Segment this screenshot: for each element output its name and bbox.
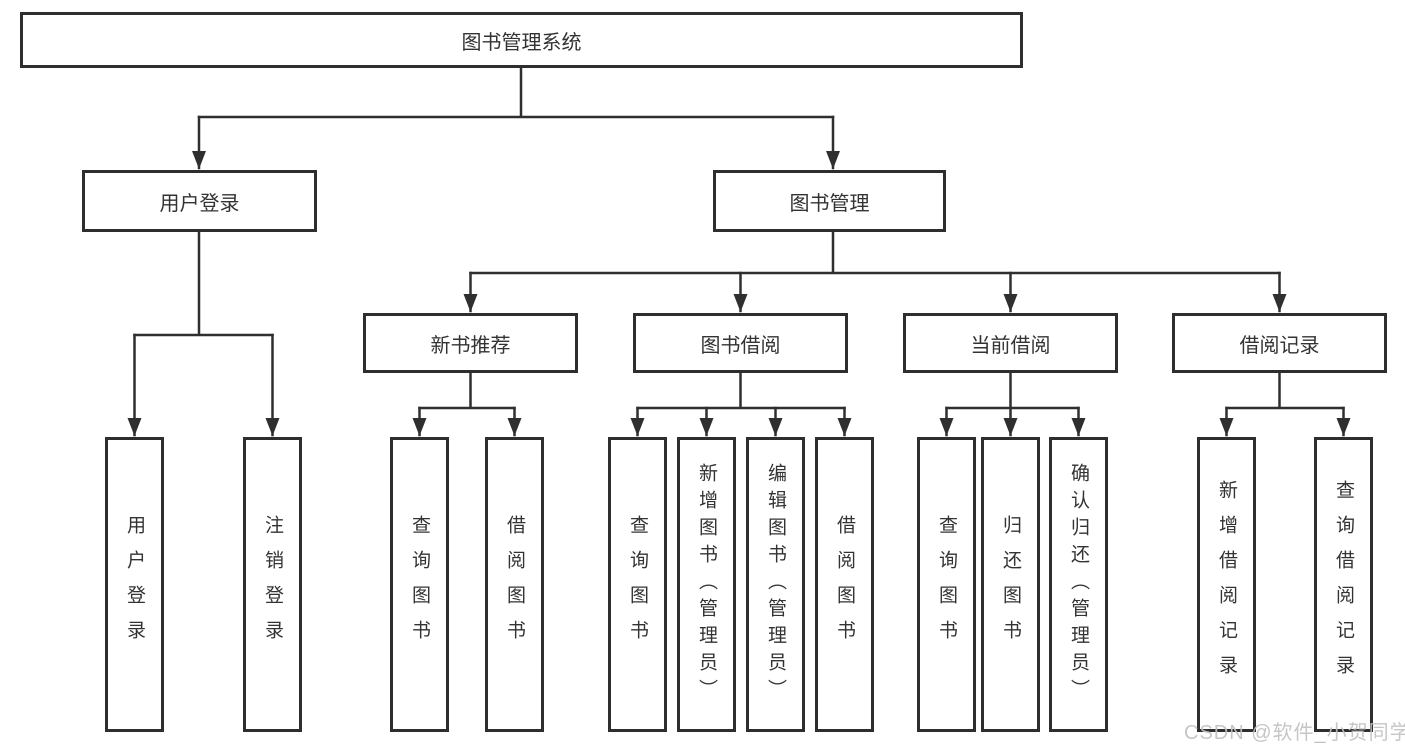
leaf-query-books-borrowing: 查询图书 [608, 437, 667, 732]
leaf-borrow-books-borrowing: 借阅图书 [815, 437, 874, 732]
leaf-confirm-return-admin-label: 确认归还（管理员） [1068, 463, 1089, 706]
leaf-add-borrow-record: 新增借阅记录 [1197, 437, 1256, 732]
leaf-user-login: 用户登录 [105, 437, 164, 732]
node-current-borrowing: 当前借阅 [903, 313, 1118, 373]
leaf-query-books-recommend: 查询图书 [390, 437, 449, 732]
edge-current-borrowing [945, 371, 1080, 410]
leaf-borrow-books-borrowing-label: 借阅图书 [834, 514, 855, 655]
leaf-add-book-admin-label: 新增图书（管理员） [696, 463, 717, 706]
leaf-logout-label: 注销登录 [262, 514, 283, 655]
node-book-borrowing-label: 图书借阅 [700, 334, 781, 357]
node-borrowing-records-label: 借阅记录 [1239, 334, 1320, 357]
node-user-login-label: 用户登录 [159, 192, 240, 215]
node-new-book-recommendation: 新书推荐 [363, 313, 578, 373]
leaf-borrow-books-recommend-label: 借阅图书 [504, 514, 525, 655]
node-borrowing-records: 借阅记录 [1172, 313, 1387, 373]
leaf-add-book-admin: 新增图书（管理员） [677, 437, 736, 732]
node-library-system: 图书管理系统 [20, 12, 1023, 68]
leaf-edit-book-admin: 编辑图书（管理员） [746, 437, 805, 732]
leaf-borrow-books-recommend: 借阅图书 [485, 437, 544, 732]
node-current-borrowing-label: 当前借阅 [970, 334, 1051, 357]
edge-book-management [469, 230, 1281, 275]
leaf-query-books-current-label: 查询图书 [936, 514, 957, 655]
edge-book-borrowing [636, 371, 846, 410]
leaf-query-borrow-record: 查询借阅记录 [1314, 437, 1373, 732]
node-user-login: 用户登录 [82, 170, 317, 232]
leaf-query-books-current: 查询图书 [917, 437, 976, 732]
leaf-confirm-return-admin: 确认归还（管理员） [1049, 437, 1108, 732]
leaf-return-books: 归还图书 [981, 437, 1040, 732]
leaf-return-books-label: 归还图书 [1000, 514, 1021, 655]
leaf-add-borrow-record-label: 新增借阅记录 [1216, 479, 1237, 690]
edge-root [197, 66, 835, 119]
node-library-system-label: 图书管理系统 [461, 31, 582, 54]
csdn-watermark: CSDN @软件_小贺同学 [1184, 722, 1405, 744]
leaf-query-books-borrowing-label: 查询图书 [627, 514, 648, 655]
node-book-borrowing: 图书借阅 [633, 313, 848, 373]
edge-user-login [133, 230, 274, 337]
node-new-book-recommendation-label: 新书推荐 [430, 334, 511, 357]
leaf-user-login-label: 用户登录 [124, 514, 145, 655]
edge-new-book [418, 371, 516, 410]
node-book-management-label: 图书管理 [789, 192, 870, 215]
leaf-edit-book-admin-label: 编辑图书（管理员） [765, 463, 786, 706]
edge-borrowing-records [1225, 371, 1345, 410]
leaf-logout: 注销登录 [243, 437, 302, 732]
leaf-query-books-recommend-label: 查询图书 [409, 514, 430, 655]
leaf-query-borrow-record-label: 查询借阅记录 [1333, 479, 1354, 690]
node-book-management: 图书管理 [713, 170, 946, 232]
